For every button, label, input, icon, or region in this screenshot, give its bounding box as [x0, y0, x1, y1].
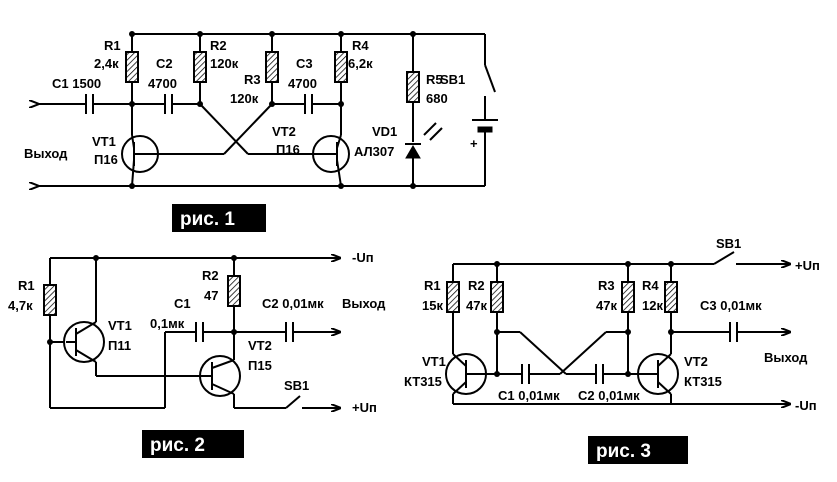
r1-value: 2,4к	[94, 56, 119, 71]
r1-value: 4,7к	[8, 298, 33, 313]
vt2-label: VT2	[272, 124, 296, 139]
figure-1: R1 2,4к C2 4700 R2 120к R3 120к C3 4700 …	[24, 31, 498, 232]
vt1-value: П11	[108, 338, 131, 353]
r2-label: R2	[210, 38, 227, 53]
fig2-label-box	[142, 430, 244, 458]
r3-label: R3	[244, 72, 261, 87]
r4-label: R4	[352, 38, 369, 53]
led-vd1	[405, 145, 421, 159]
r4-label: R4	[642, 278, 659, 293]
plus-supply-label: +Uп	[795, 258, 820, 273]
vt1-label: VT1	[92, 134, 116, 149]
sb1-label: SB1	[716, 236, 741, 251]
vt1-label: VT1	[422, 354, 446, 369]
output-label: Выход	[24, 146, 68, 161]
figure-2: R1 4,7к VT1 П11 R2 47 C1 0,1мк C2 0,01мк…	[8, 250, 386, 458]
c1-label: C1 1500	[52, 76, 101, 91]
vt1-label: VT1	[108, 318, 132, 333]
sb1-label: SB1	[284, 378, 309, 393]
battery-plus-label: +	[470, 136, 478, 151]
vt2-label: VT2	[248, 338, 272, 353]
output-label: Выход	[342, 296, 386, 311]
r1-label: R1	[104, 38, 121, 53]
c1-label: C1	[174, 296, 191, 311]
vt1-value: П16	[94, 152, 118, 167]
r2-label: R2	[468, 278, 485, 293]
switch-sb1	[285, 395, 301, 409]
figure-3: R1 15к R2 47к R3 47к R4 12к SB1 +Uп C3 0…	[404, 236, 820, 464]
r2-value: 120к	[210, 56, 239, 71]
c1-value: 0,1мк	[150, 316, 185, 331]
r2-value: 47	[204, 288, 218, 303]
vt2-value: П16	[276, 142, 300, 157]
vt2-value: П15	[248, 358, 272, 373]
switch-sb1	[713, 251, 735, 265]
vt2-label: VT2	[684, 354, 708, 369]
r3-value: 120к	[230, 91, 259, 106]
switch-sb1	[484, 64, 496, 93]
fig1-label-box	[172, 204, 266, 232]
c3-label: C3	[296, 56, 313, 71]
fig3-label-box	[588, 436, 688, 464]
r4-value: 12к	[642, 298, 663, 313]
fig3-caption: рис. 3	[596, 441, 651, 462]
c2-value: 4700	[148, 76, 177, 91]
r3-value: 47к	[596, 298, 617, 313]
c2-label: C2 0,01мк	[578, 388, 640, 403]
r5-label: R5	[426, 72, 443, 87]
vd1-label: VD1	[372, 124, 397, 139]
r5-value: 680	[426, 91, 448, 106]
r1-value: 15к	[422, 298, 443, 313]
vt2-value: КТ315	[684, 374, 722, 389]
fig1-caption: рис. 1	[180, 209, 235, 230]
r1-label: R1	[18, 278, 35, 293]
r2-value: 47к	[466, 298, 487, 313]
c2-label: C2 0,01мк	[262, 296, 324, 311]
vt1-value: КТ315	[404, 374, 442, 389]
c2-label: C2	[156, 56, 173, 71]
transistor-vt1	[63, 321, 105, 363]
c1-label: C1 0,01мк	[498, 388, 560, 403]
r3-label: R3	[598, 278, 615, 293]
c3-label: C3 0,01мк	[700, 298, 762, 313]
vd1-value: АЛ307	[354, 144, 394, 159]
minus-supply-label: -Uп	[795, 398, 817, 413]
r1-label: R1	[424, 278, 441, 293]
fig2-caption: рис. 2	[150, 435, 205, 456]
r4-value: 6,2к	[348, 56, 373, 71]
output-label: Выход	[764, 350, 808, 365]
plus-supply-label: +Uп	[352, 400, 377, 415]
sb1-label: SB1	[440, 72, 465, 87]
r2-label: R2	[202, 268, 219, 283]
c3-value: 4700	[288, 76, 317, 91]
minus-supply-label: -Uп	[352, 250, 374, 265]
